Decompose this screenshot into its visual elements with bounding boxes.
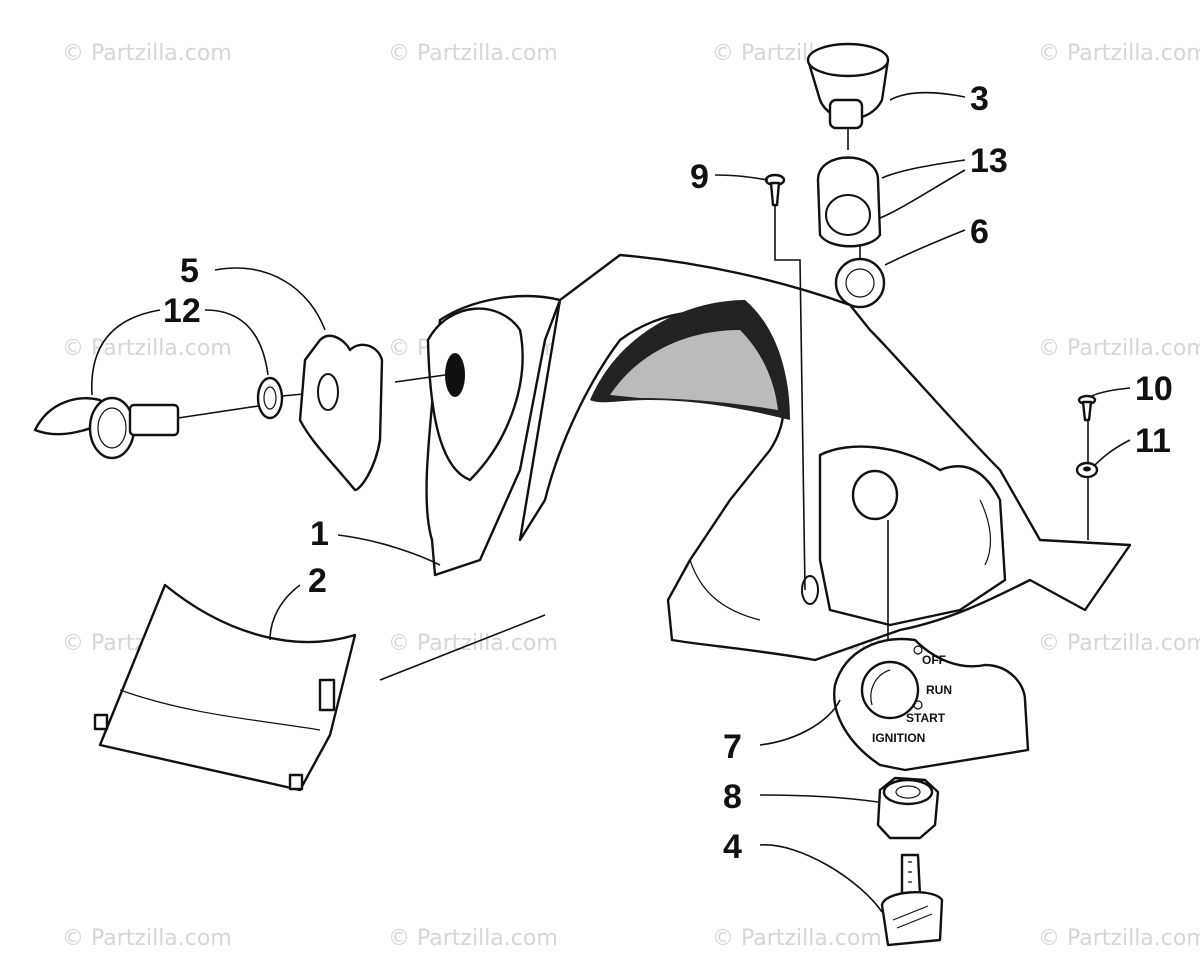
watermark: © Partzilla.com <box>1038 41 1200 66</box>
console-housing-part <box>425 253 1132 662</box>
watermark: © Partzilla.com <box>62 336 232 361</box>
callout-7: 7 <box>723 728 742 766</box>
right-screw-washer-part <box>1075 394 1099 540</box>
callout-5: 5 <box>180 252 199 290</box>
callout-4: 4 <box>723 828 742 866</box>
watermark: © Partzilla.com <box>1038 631 1200 656</box>
accessory-plug-part <box>33 334 446 492</box>
ignition-nut-part <box>876 776 940 840</box>
ignition-run-label: RUN <box>926 683 952 697</box>
watermark: © Partzilla.com <box>388 41 558 66</box>
lower-cover-part <box>93 583 546 792</box>
callout-9: 9 <box>690 158 709 196</box>
callout-6: 6 <box>970 213 989 251</box>
ignition-title-label: IGNITION <box>872 731 925 745</box>
leader-lines <box>90 91 1131 913</box>
callout-13: 13 <box>970 142 1008 180</box>
watermark: © Partzilla.com <box>1038 336 1200 361</box>
callout-10: 10 <box>1135 370 1173 408</box>
watermark: © Partzilla.com <box>62 926 232 951</box>
callout-3: 3 <box>970 80 989 118</box>
screw-part <box>764 173 806 591</box>
callout-8: 8 <box>723 778 742 816</box>
ignition-start-label: START <box>906 711 946 725</box>
watermark: © Partzilla.com <box>62 41 232 66</box>
watermark: © Partzilla.com <box>712 926 882 951</box>
watermark: © Partzilla.com <box>388 926 558 951</box>
ignition-off-label: OFF <box>922 653 946 667</box>
key-part <box>880 853 944 947</box>
ignition-faceplate-part: OFF RUN START IGNITION <box>833 520 1030 772</box>
callout-2: 2 <box>308 562 327 600</box>
key-switch-cap-part <box>806 42 890 309</box>
watermark: © Partzilla.com <box>1038 926 1200 951</box>
callout-numbers: 1 2 3 4 5 6 7 8 9 10 11 12 13 <box>163 80 1173 866</box>
callout-12: 12 <box>163 292 201 330</box>
callout-1: 1 <box>310 515 329 553</box>
callout-11: 11 <box>1135 422 1171 460</box>
watermark-layer: © Partzilla.com © Partzilla.com © Partzi… <box>62 41 1200 951</box>
